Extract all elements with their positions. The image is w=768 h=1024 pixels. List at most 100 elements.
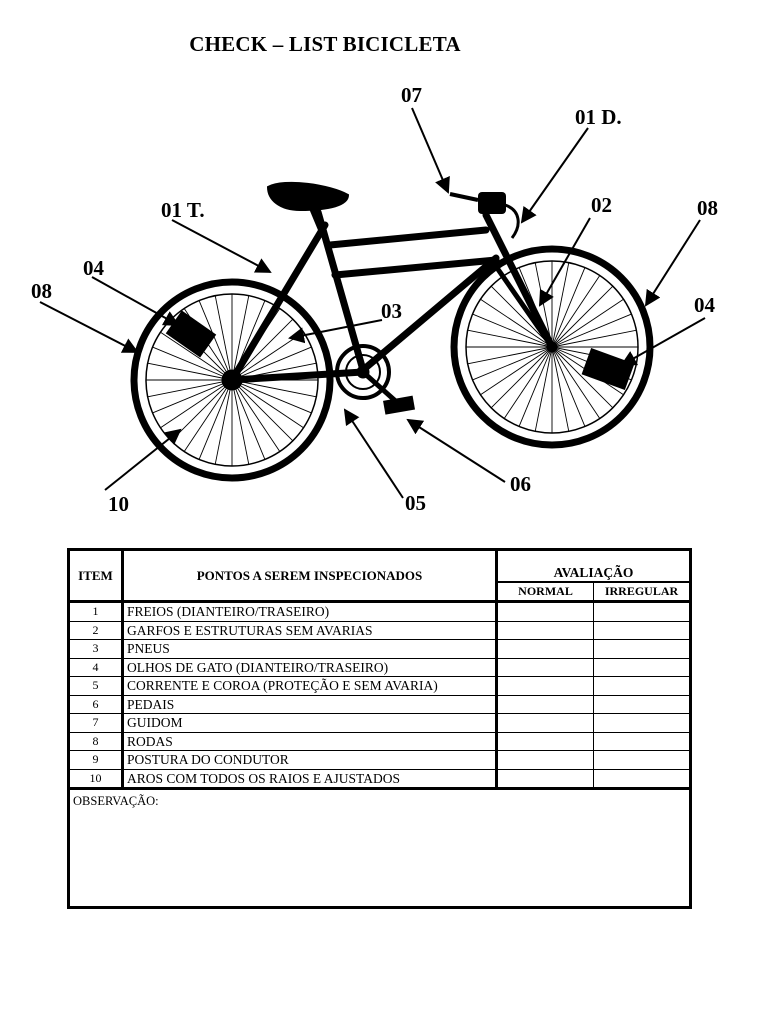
- callout-02: 02: [591, 193, 612, 217]
- row-description: AROS COM TODOS OS RAIOS E AJUSTADOS: [122, 768, 498, 789]
- table-row: 8 RODAS: [68, 731, 691, 751]
- wheel-spoke: [551, 285, 614, 348]
- wheel-spoke: [467, 346, 553, 365]
- wheel-spoke: [231, 379, 294, 442]
- table-row: 4 OLHOS DE GATO (DIANTEIRO/TRASEIRO): [68, 657, 691, 677]
- callout-08-rear: 08: [31, 279, 52, 303]
- irregular-cell[interactable]: [593, 601, 691, 622]
- table-row: 10 AROS COM TODOS OS RAIOS E AJUSTADOS: [68, 768, 691, 789]
- table-row: 1 FREIOS (DIANTEIRO/TRASEIRO): [68, 601, 691, 622]
- irregular-cell[interactable]: [593, 731, 691, 751]
- wheel-spoke: [231, 295, 250, 381]
- row-description: GUIDOM: [122, 713, 498, 733]
- bicycle-seat: [266, 181, 350, 212]
- wheel-spoke: [147, 379, 233, 398]
- row-description: RODAS: [122, 731, 498, 751]
- wheel-spoke: [231, 379, 312, 414]
- table-row: 6 PEDAIS: [68, 694, 691, 714]
- row-number: 5: [68, 676, 124, 696]
- wheel-spoke: [198, 379, 233, 460]
- wheel-spoke: [152, 379, 233, 414]
- observation-field[interactable]: OBSERVAÇÃO:: [68, 787, 691, 908]
- callout-04-front: 04: [694, 293, 716, 317]
- wheel-spoke: [480, 298, 553, 348]
- normal-cell[interactable]: [496, 768, 594, 789]
- wheel-spoke: [551, 329, 637, 348]
- row-number: 3: [68, 639, 124, 659]
- irregular-cell[interactable]: [593, 676, 691, 696]
- front-reflector: [581, 347, 635, 391]
- irregular-cell[interactable]: [593, 768, 691, 789]
- header-item: ITEM: [68, 549, 124, 603]
- table-row: 7 GUIDOM: [68, 713, 691, 733]
- callout-06: 06: [510, 472, 531, 496]
- wheel-spoke: [214, 295, 233, 381]
- callout-01d: 01 D.: [575, 105, 622, 129]
- table-row: 2 GARFOS E ESTRUTURAS SEM AVARIAS: [68, 620, 691, 640]
- table-row: 9 POSTURA DO CONDUTOR: [68, 750, 691, 770]
- callout-01t: 01 T.: [161, 198, 205, 222]
- front-wheel: [450, 245, 654, 449]
- header-normal: NORMAL: [496, 581, 594, 603]
- row-description: CORRENTE E COROA (PROTEÇÃO E SEM AVARIA): [122, 676, 498, 696]
- wheel-spoke: [472, 346, 553, 381]
- normal-cell[interactable]: [496, 601, 594, 622]
- table-row: 5 CORRENTE E COROA (PROTEÇÃO E SEM AVARI…: [68, 676, 691, 696]
- table-row: 3 PNEUS: [68, 639, 691, 659]
- callout-04-rear: 04: [83, 256, 105, 280]
- header-points: PONTOS A SEREM INSPECIONADOS: [122, 549, 498, 603]
- wheel-spoke: [551, 346, 614, 409]
- header-evaluation: AVALIAÇÃO: [496, 549, 691, 583]
- wheel-spoke: [160, 331, 233, 381]
- normal-cell[interactable]: [496, 676, 594, 696]
- wheel-spoke: [534, 346, 553, 432]
- wheel-spoke: [467, 329, 553, 348]
- wheel-spoke: [198, 300, 233, 381]
- row-number: 8: [68, 731, 124, 751]
- page-title: CHECK – LIST BICICLETA: [189, 32, 461, 56]
- irregular-cell[interactable]: [593, 639, 691, 659]
- normal-cell[interactable]: [496, 694, 594, 714]
- wheel-spoke: [480, 346, 553, 396]
- callout-labels: 07 01 D. 01 T. 02 08 04 08 03 04 10 05 0…: [31, 83, 718, 516]
- wheel-spoke: [490, 285, 553, 348]
- row-number: 9: [68, 750, 124, 770]
- irregular-cell[interactable]: [593, 694, 691, 714]
- checklist-table: ITEM PONTOS A SEREM INSPECIONADOS AVALIA…: [67, 548, 692, 909]
- wheel-spoke: [152, 346, 233, 381]
- row-number: 6: [68, 694, 124, 714]
- irregular-cell[interactable]: [593, 750, 691, 770]
- normal-cell[interactable]: [496, 713, 594, 733]
- wheel-spoke: [183, 379, 233, 452]
- handlebar: [449, 192, 520, 239]
- irregular-cell[interactable]: [593, 657, 691, 677]
- callout-10: 10: [108, 492, 129, 516]
- row-number: 10: [68, 768, 124, 789]
- row-description: POSTURA DO CONDUTOR: [122, 750, 498, 770]
- callout-07: 07: [401, 83, 422, 107]
- irregular-cell[interactable]: [593, 713, 691, 733]
- wheel-spoke: [551, 275, 601, 348]
- wheel-spoke: [231, 379, 266, 460]
- row-description: FREIOS (DIANTEIRO/TRASEIRO): [122, 601, 498, 622]
- wheel-spoke: [551, 346, 586, 427]
- normal-cell[interactable]: [496, 750, 594, 770]
- bicycle-frame: [228, 208, 556, 384]
- wheel-spoke: [160, 379, 233, 429]
- wheel-spoke: [551, 346, 570, 432]
- row-number: 1: [68, 601, 124, 622]
- row-description: PNEUS: [122, 639, 498, 659]
- wheel-spoke: [472, 313, 553, 348]
- normal-cell[interactable]: [496, 639, 594, 659]
- normal-cell[interactable]: [496, 657, 594, 677]
- normal-cell[interactable]: [496, 731, 594, 751]
- wheel-spoke: [490, 346, 553, 409]
- wheel-spoke: [231, 346, 312, 381]
- bicycle-drawing: [130, 181, 654, 482]
- callout-03: 03: [381, 299, 402, 323]
- row-number: 4: [68, 657, 124, 677]
- wheel-spoke: [231, 379, 281, 452]
- normal-cell[interactable]: [496, 620, 594, 640]
- row-description: GARFOS E ESTRUTURAS SEM AVARIAS: [122, 620, 498, 640]
- irregular-cell[interactable]: [593, 620, 691, 640]
